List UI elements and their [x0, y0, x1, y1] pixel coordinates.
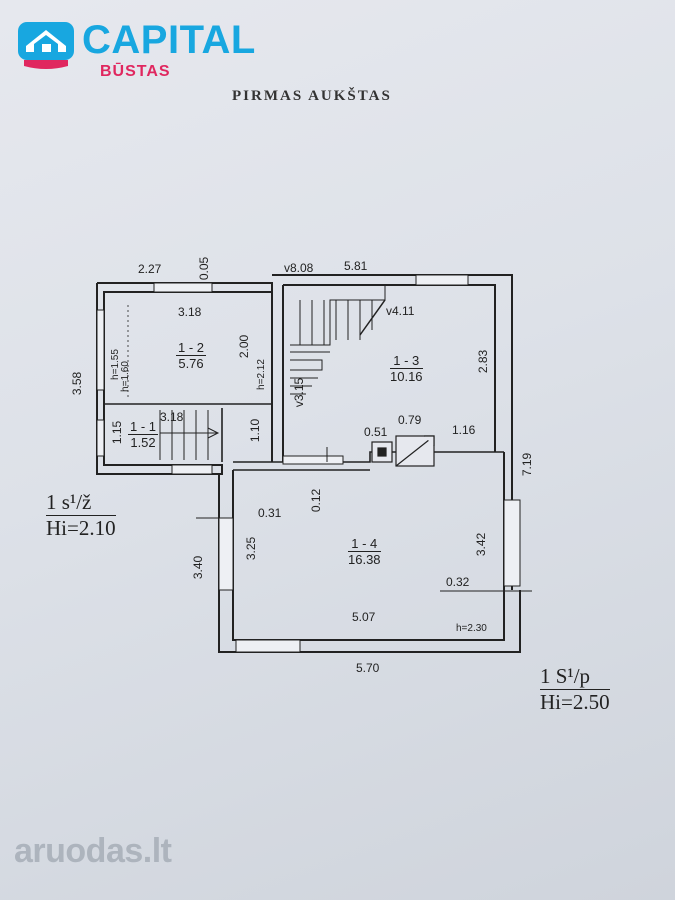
room-1-2: 1 - 2 5.76 — [176, 340, 207, 371]
window-mid — [282, 455, 344, 465]
room-1-3: 1 - 3 10.16 — [390, 353, 423, 384]
dim-h160: h=1.60 — [119, 361, 131, 392]
dim-v411: v4.11 — [386, 304, 415, 318]
room-1-1: 1 - 1 1.52 — [128, 419, 159, 450]
room-area: 1.52 — [130, 435, 156, 450]
note-right: 1 S¹/p Hi=2.50 — [540, 664, 610, 714]
stairs-lower — [159, 410, 220, 460]
window-left-2 — [96, 419, 105, 457]
window-bottom — [235, 639, 301, 653]
dim-325: 3.25 — [244, 536, 259, 561]
window-top-2 — [415, 274, 469, 286]
dim-079: 0.79 — [398, 413, 422, 427]
note-right-bottom: Hi=2.50 — [540, 690, 610, 714]
brand-name: CAPITAL — [82, 18, 256, 62]
dim-116: 1.16 — [452, 423, 476, 437]
dim-v808: v8.08 — [284, 261, 314, 275]
dim-room11-width: 3.18 — [160, 410, 184, 424]
room-id: 1 - 2 — [176, 340, 207, 356]
wall-upper-right — [272, 274, 513, 590]
room-area: 16.38 — [348, 552, 381, 567]
note-left: 1 s¹/ž Hi=2.10 — [46, 490, 116, 540]
dim-room12-height: 2.00 — [237, 334, 252, 359]
dim-719: 7.19 — [520, 452, 535, 477]
room-id: 1 - 1 — [128, 419, 159, 435]
note-left-top: 1 s¹/ž — [46, 490, 116, 516]
dim-031: 0.31 — [258, 506, 282, 520]
dim-room11-height: 1.10 — [248, 418, 263, 443]
window-bottom-left — [171, 464, 213, 475]
dim-room13-height: 2.83 — [476, 349, 491, 374]
room-id: 1 - 4 — [348, 536, 381, 552]
note-right-top: 1 S¹/p — [540, 664, 610, 690]
note-left-bottom: Hi=2.10 — [46, 516, 116, 540]
capital-logo: CAPITAL BŪSTAS — [18, 16, 268, 80]
dim-h212: h=2.12 — [255, 359, 267, 390]
window-left-1 — [96, 309, 105, 391]
dim-005: 0.05 — [197, 256, 212, 281]
dim-h230: h=2.30 — [456, 623, 487, 634]
stairs-upper — [290, 285, 386, 395]
dim-581: 5.81 — [344, 259, 368, 273]
brand-subtitle: BŪSTAS — [100, 63, 171, 80]
dim-342: 3.42 — [474, 532, 489, 557]
plan-title: PIRMAS AUKŠTAS — [232, 88, 392, 104]
room-area: 10.16 — [390, 369, 423, 384]
window-lower-left — [218, 517, 234, 591]
house-logo-icon — [18, 22, 74, 69]
dim-340: 3.40 — [191, 555, 206, 580]
dim-032: 0.32 — [446, 575, 470, 589]
window-top-1 — [153, 282, 213, 293]
window-right — [503, 499, 521, 587]
room-1-4: 1 - 4 16.38 — [348, 536, 381, 567]
dim-room12-width: 3.18 — [178, 305, 202, 319]
room-id: 1 - 3 — [390, 353, 423, 369]
aruodas-watermark: aruodas.lt — [14, 832, 172, 870]
room-area: 5.76 — [178, 356, 204, 371]
wall-upper-left — [96, 283, 273, 475]
dim-012: 0.12 — [309, 488, 324, 513]
dim-051: 0.51 — [364, 425, 388, 439]
dim-570: 5.70 — [356, 661, 380, 675]
chimney — [371, 435, 435, 467]
dim-358: 3.58 — [70, 371, 85, 396]
dim-507: 5.07 — [352, 610, 376, 624]
dim-115: 1.15 — [110, 420, 125, 445]
dim-227: 2.27 — [138, 262, 162, 276]
wall-upper-right-inner — [283, 284, 496, 452]
wall-mid-h — [233, 451, 504, 463]
dim-v315: v3.15 — [292, 377, 307, 408]
